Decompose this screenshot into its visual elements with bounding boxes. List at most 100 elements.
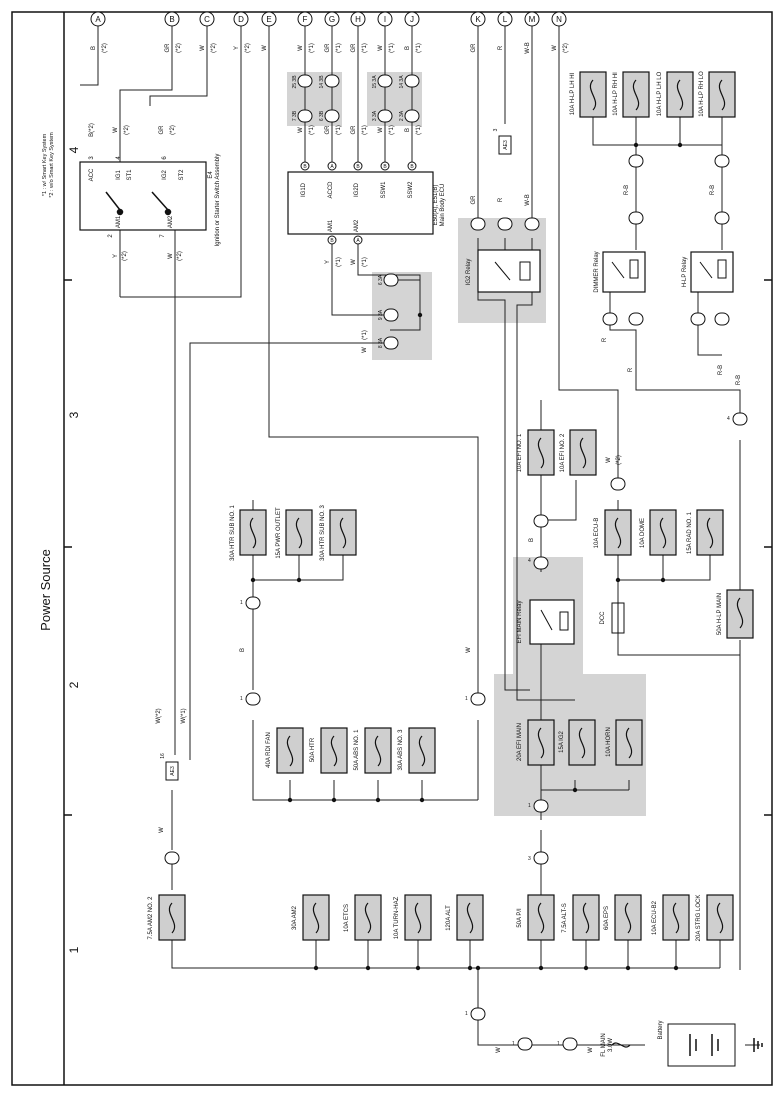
svg-text:W: W <box>298 127 304 133</box>
connector-l: L <box>497 11 513 27</box>
svg-text:B: B <box>383 164 387 170</box>
svg-text:AE3: AE3 <box>503 140 509 150</box>
svg-text:30A HTR SUB NO. 3: 30A HTR SUB NO. 3 <box>320 504 326 560</box>
svg-text:3.0W: 3.0W <box>608 1038 614 1052</box>
svg-text:W-B: W-B <box>525 42 531 54</box>
svg-text:R: R <box>628 367 634 372</box>
main-body-ecu: IG1D ACCD IG2D SSW1 SSW2 AM1 AM2 E50(A),… <box>287 125 446 267</box>
svg-text:E4: E4 <box>208 171 214 179</box>
svg-text:25 3B: 25 3B <box>292 75 298 89</box>
svg-text:6: 6 <box>162 156 168 160</box>
svg-text:GR: GR <box>159 125 165 135</box>
svg-text:(*2): (*2) <box>176 43 182 53</box>
svg-text:(*1): (*1) <box>389 125 395 135</box>
svg-text:1: 1 <box>528 803 531 809</box>
wires <box>80 26 760 1046</box>
svg-text:B: B <box>91 46 97 50</box>
svg-text:15A RAD NO. 1: 15A RAD NO. 1 <box>687 511 693 554</box>
svg-text:2: 2 <box>108 234 114 238</box>
svg-text:AM1: AM1 <box>116 215 122 228</box>
fuse-h-lp-rh-lo: 10A H-LP RH LO <box>699 71 736 118</box>
svg-text:1: 1 <box>465 696 468 702</box>
fuse-h-lp-rh-hi: 10A H-LP RH HI <box>613 71 650 118</box>
svg-text:7 3B: 7 3B <box>292 110 298 121</box>
svg-text:W: W <box>159 827 165 833</box>
svg-text:ACCD: ACCD <box>328 181 334 199</box>
svg-text:EFI MAIN Relay: EFI MAIN Relay <box>517 600 523 643</box>
connector-b: B <box>164 11 180 27</box>
svg-text:ACC: ACC <box>89 168 95 181</box>
fuse-turn-haz: 10A TURN-HAZ <box>394 894 432 941</box>
svg-text:30A ABS NO. 3: 30A ABS NO. 3 <box>398 729 404 771</box>
svg-text:IG1: IG1 <box>116 170 122 180</box>
svg-text:ST2: ST2 <box>179 169 185 181</box>
svg-text:B: B <box>405 128 411 132</box>
svg-text:8 3A: 8 3A <box>378 337 384 348</box>
fuse-htr-sub-no1: 30A HTR SUB NO. 1 <box>230 504 267 561</box>
svg-text:W: W <box>378 45 384 51</box>
svg-text:30A HTR SUB NO. 1: 30A HTR SUB NO. 1 <box>230 504 236 560</box>
fuse-p-i: 50A P/I <box>517 894 555 941</box>
efi-main-relay: EFI MAIN Relay <box>517 599 575 645</box>
fuse-h-lp-lh-hi: 10A H-LP LH HI <box>570 71 607 118</box>
splice-ae3-upper: AE3 16 <box>160 753 179 781</box>
fuse-am2-no2: 7.5A AM2 NO. 2 <box>148 894 186 941</box>
svg-text:7.5A AM2 NO. 2: 7.5A AM2 NO. 2 <box>148 896 154 940</box>
connector-c: C <box>199 11 215 27</box>
svg-text:W: W <box>466 647 472 653</box>
svg-text:4: 4 <box>528 558 531 564</box>
svg-text:IG2 Relay: IG2 Relay <box>466 259 472 286</box>
svg-text:15 3A: 15 3A <box>372 75 378 89</box>
svg-text:GR: GR <box>325 43 331 53</box>
svg-text:B: B <box>410 164 414 170</box>
svg-text:50A H-LP MAIN: 50A H-LP MAIN <box>717 593 723 635</box>
connector-h: H <box>350 11 366 27</box>
svg-text:B: B <box>169 15 174 24</box>
svg-text:GR: GR <box>165 43 171 53</box>
fuse-eps: 60A EPS <box>604 894 642 941</box>
svg-text:7.5A ALT-S: 7.5A ALT-S <box>562 903 568 933</box>
svg-text:DCC: DCC <box>600 611 606 625</box>
fuse-htr-sub-no3: 30A HTR SUB NO. 3 <box>320 504 357 561</box>
svg-text:SSW2: SSW2 <box>408 181 414 199</box>
svg-text:10A ECU-B: 10A ECU-B <box>594 518 600 549</box>
svg-text:A: A <box>330 164 334 170</box>
fuse-rdi-fan: 40A RDI FAN <box>266 727 304 774</box>
svg-text:Main Body ECU: Main Body ECU <box>440 184 446 227</box>
svg-text:20A EFI MAIN: 20A EFI MAIN <box>517 723 523 761</box>
svg-text:E: E <box>266 15 271 24</box>
svg-text:B: B <box>240 648 246 652</box>
svg-text:40A RDI FAN: 40A RDI FAN <box>266 732 272 768</box>
svg-text:H: H <box>355 15 361 24</box>
svg-text:1: 1 <box>240 600 243 606</box>
connector-j: J <box>404 11 420 27</box>
svg-text:IG1D: IG1D <box>301 182 307 197</box>
svg-text:10A ECU-B2: 10A ECU-B2 <box>652 900 658 935</box>
svg-text:D: D <box>238 15 244 24</box>
fuse-ig2: 15A IG2 <box>559 719 596 766</box>
svg-text:(*1): (*1) <box>416 125 422 135</box>
svg-text:4: 4 <box>727 416 730 422</box>
svg-text:B: B <box>330 238 334 244</box>
grid-number-1: 1 <box>67 946 81 953</box>
svg-text:1: 1 <box>465 1011 468 1017</box>
svg-text:W: W <box>378 127 384 133</box>
ignition-switch: ACC 3 IG1 4 ST1 IG2 6 ST2 AM1 2 AM2 7 B(… <box>79 123 221 261</box>
svg-text:7: 7 <box>160 234 166 238</box>
junction-pin-labels: 25 3B 14 3B 7 3B 6 3B 15 3A 14 3A 3 3A 2… <box>292 75 405 348</box>
svg-text:9 3A: 9 3A <box>378 309 384 320</box>
fuse-htr: 50A HTR <box>310 727 348 774</box>
connector-k: K <box>470 11 486 27</box>
svg-text:W: W <box>552 45 558 51</box>
svg-text:AM2: AM2 <box>168 215 174 228</box>
top-connectors: A B C D E F G H I J K L M N <box>90 11 567 27</box>
svg-text:R-B: R-B <box>736 375 742 385</box>
grid-number-2: 2 <box>67 681 81 688</box>
svg-text:Ignition or Starter Switch Ass: Ignition or Starter Switch Assembly <box>215 154 221 247</box>
note-1: *1 : w/ Smart Key System <box>42 133 48 196</box>
svg-text:(*2): (*2) <box>177 251 183 261</box>
svg-text:A: A <box>356 238 360 244</box>
fuse-abs-no3: 30A ABS NO. 3 <box>398 727 436 774</box>
connector-pin-numbers: 1 1 1 1 3 4 4 1 1 1 <box>240 416 730 1047</box>
